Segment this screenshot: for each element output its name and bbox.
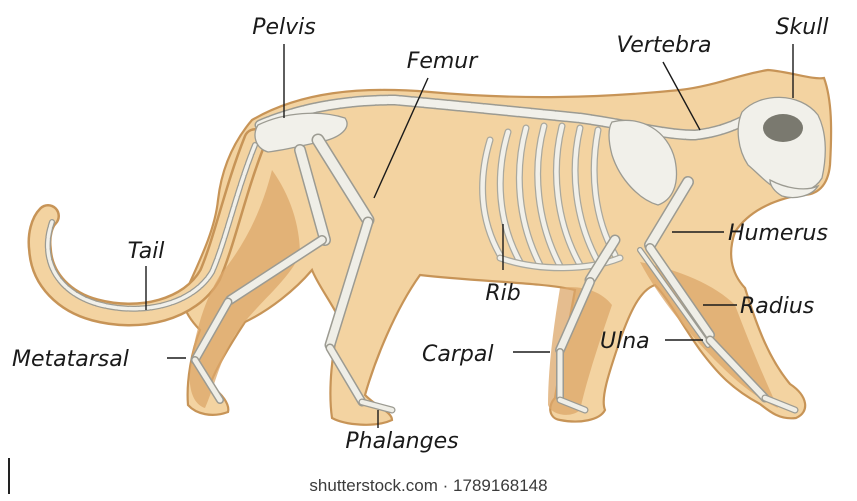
label-pelvis: Pelvis xyxy=(252,15,316,40)
eye-socket xyxy=(763,114,803,142)
credit-site: shutterstock.com xyxy=(309,476,438,495)
watermark-credit: shutterstock.com · 1789168148 xyxy=(0,476,857,496)
label-vertebra: Vertebra xyxy=(617,33,712,58)
label-carpal: Carpal xyxy=(422,342,493,367)
label-metatarsal: Metatarsal xyxy=(12,347,129,372)
label-femur: Femur xyxy=(407,49,480,74)
credit-separator: · xyxy=(443,476,449,495)
label-ulna: Ulna xyxy=(600,329,650,354)
label-radius: Radius xyxy=(740,294,814,319)
label-humerus: Humerus xyxy=(728,221,828,246)
label-tail: Tail xyxy=(128,239,165,264)
label-rib: Rib xyxy=(485,281,520,306)
label-phalanges: Phalanges xyxy=(345,429,458,454)
credit-image-id: 1789168148 xyxy=(453,476,548,495)
label-skull: Skull xyxy=(776,15,829,40)
